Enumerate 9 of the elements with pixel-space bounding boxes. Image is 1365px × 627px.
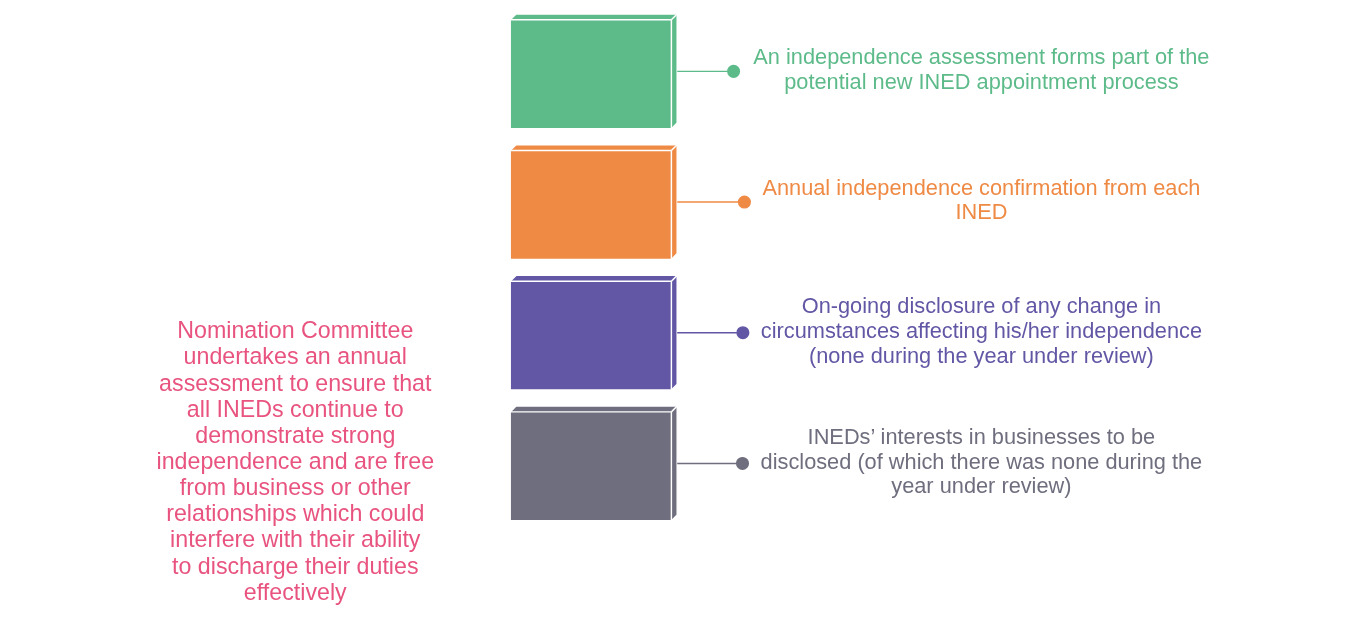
connector xyxy=(676,195,751,209)
node-text: Annual independence confirmation from each INED xyxy=(761,174,1200,225)
label: Nomination Committee undertakes an annual assessment to ensure that all INEDs continue to demonstrate strong independence and are free from business or other relationships which could interfere with their ability to discharge their duties effectively xyxy=(156,317,434,605)
connector xyxy=(676,64,740,78)
connector xyxy=(676,456,749,470)
node-text: INEDs’ interests in businesses to be disclosed (of which there was none during the year under review) xyxy=(760,423,1202,499)
connector xyxy=(676,326,749,340)
node-text: An independence assessment forms part of the potential new INED appointment process xyxy=(752,44,1209,94)
node-text: On-going disclosure of any change in circumstances affecting his/her independence (none during the year under review) xyxy=(760,293,1202,368)
